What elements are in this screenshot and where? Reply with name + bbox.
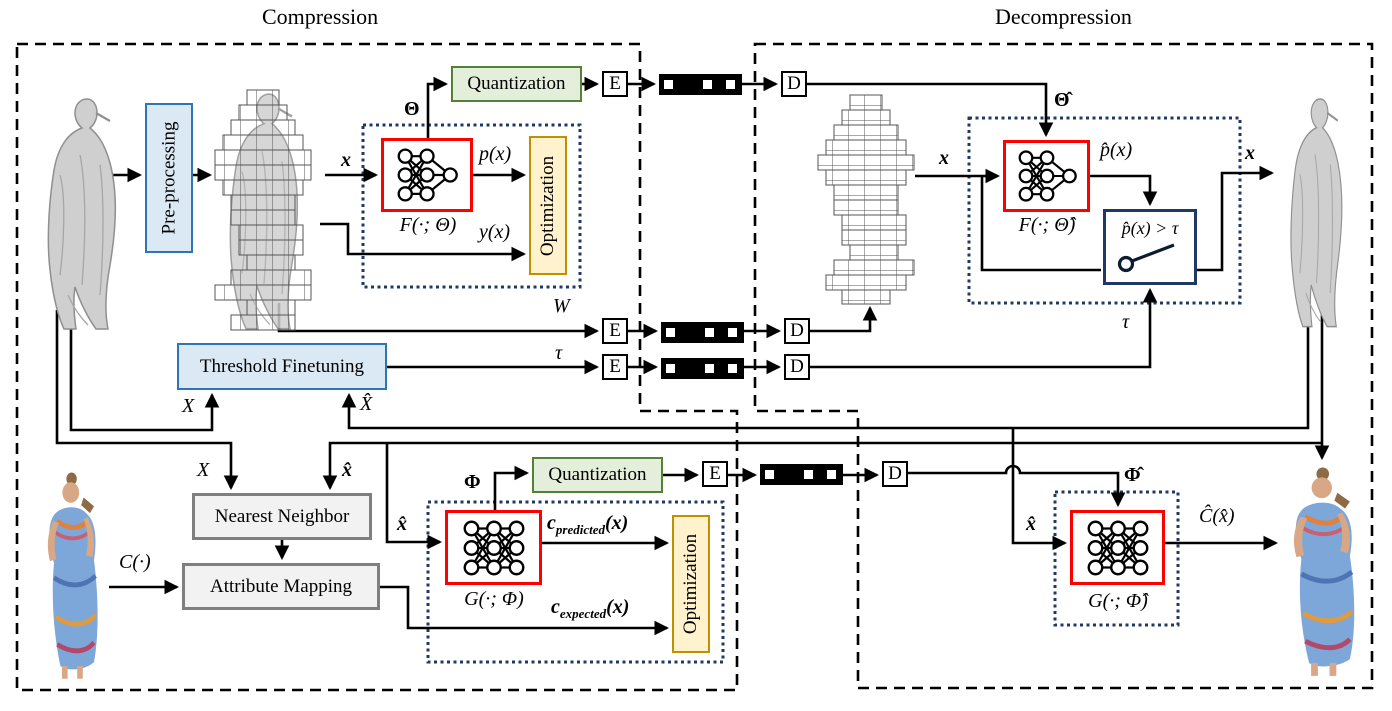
x-hat-script-threshold-label: X̂ xyxy=(360,393,373,415)
optimization-geometry-box: Optimization xyxy=(529,136,567,275)
geometry-decoder-container xyxy=(967,116,1242,305)
decoder-letter: D xyxy=(790,320,804,341)
preprocessing-label: Pre-processing xyxy=(158,121,180,235)
decoder-threshold-box: D xyxy=(784,354,810,380)
c-predicted-base: c xyxy=(547,512,556,534)
p-hat-x-label: p̂(x) xyxy=(1100,139,1133,161)
attribute-mapping-box: Attribute Mapping xyxy=(182,563,380,610)
bitstream-icon xyxy=(661,358,744,379)
optimization-geometry-label: Optimization xyxy=(537,155,559,256)
c-predicted-sub: predicted xyxy=(555,522,605,537)
compression-region-outline xyxy=(15,42,739,692)
decompression-title: Decompression xyxy=(995,4,1132,29)
encoder-octree-box: E xyxy=(602,318,628,344)
reconstructed-colored-woman-image xyxy=(1294,467,1354,675)
c-predicted-label: cpredicted(x) xyxy=(547,512,628,538)
decoder-geometry-box: D xyxy=(781,71,807,97)
quantization-geometry-label: Quantization xyxy=(467,73,566,94)
f-theta-hat-label: F(·; Θ̂) xyxy=(1018,214,1076,236)
neural-network-icon xyxy=(397,148,458,202)
bitstream-icon xyxy=(760,464,843,485)
x-hat-nn-label: x̂ xyxy=(342,459,352,481)
quantization-geometry-box: Quantization xyxy=(451,66,582,102)
c-expected-label: cexpected(x) xyxy=(551,596,629,622)
reconstructed-statue-image xyxy=(1289,97,1343,328)
g-phi-hat-label: G(·; Φ̂) xyxy=(1088,590,1148,612)
threshold-switch-box: p̂(x) > τ xyxy=(1103,209,1197,285)
bitstream-icon xyxy=(659,74,742,95)
neural-network-icon xyxy=(1087,520,1148,575)
x-input-encoder-label: x xyxy=(341,149,351,171)
preprocessing-box: Pre-processing xyxy=(145,103,193,253)
c-predicted-arg: (x) xyxy=(604,512,629,534)
threshold-finetuning-label: Threshold Finetuning xyxy=(199,355,365,377)
decoder-letter: D xyxy=(888,463,902,484)
encoder-geometry-box: E xyxy=(602,71,628,97)
threshold-finetuning-box: Threshold Finetuning xyxy=(177,343,387,390)
x-hat-g-hat-input-label: x̂ xyxy=(1026,513,1036,535)
x-input-decoder-label: x xyxy=(939,147,949,169)
attribute-decoder-network-box xyxy=(1070,510,1165,585)
neural-network-icon xyxy=(463,520,524,575)
geometry-decoder-network-box xyxy=(1003,140,1090,212)
switch-condition-label: p̂(x) > τ xyxy=(1121,218,1179,238)
encoder-letter: E xyxy=(609,73,621,94)
encoder-threshold-box: E xyxy=(602,354,628,380)
y-x-label: y(x) xyxy=(479,221,511,243)
x-hat-g-input-label: x̂ xyxy=(397,513,407,535)
x-script-nn-label: X xyxy=(197,459,210,481)
attribute-decoder-container xyxy=(1053,490,1180,627)
c-hat-output-label: Ĉ(x̂) xyxy=(1199,505,1235,527)
encoder-letter: E xyxy=(609,356,621,377)
bitstream-icon xyxy=(661,322,744,343)
w-label: W xyxy=(553,295,570,317)
optimization-attribute-label: Optimization xyxy=(680,533,702,635)
quantization-attribute-box: Quantization xyxy=(532,457,663,493)
nearest-neighbor-box: Nearest Neighbor xyxy=(192,493,372,540)
theta-label: Θ xyxy=(404,98,420,120)
encoder-letter: E xyxy=(609,320,621,341)
encoder-letter: E xyxy=(709,463,721,484)
phi-hat-label: Φ̂ xyxy=(1124,464,1141,486)
tau-encoder-label: τ xyxy=(555,342,563,364)
c-expected-base: c xyxy=(551,596,560,618)
f-theta-label: F(·; Θ) xyxy=(399,214,457,236)
quantization-attribute-label: Quantization xyxy=(548,464,647,485)
decoder-attribute-box: D xyxy=(882,461,908,487)
decoded-voxel-grid-image xyxy=(817,94,915,305)
original-statue-image xyxy=(47,97,117,331)
encoder-attribute-box: E xyxy=(702,461,728,487)
c-expected-sub: expected xyxy=(559,606,607,621)
decoder-octree-box: D xyxy=(784,318,810,344)
theta-hat-label: Θ̂ xyxy=(1054,89,1070,111)
switch-icon xyxy=(1117,243,1175,273)
p-x-label: p(x) xyxy=(479,143,512,165)
geometry-encoder-container xyxy=(361,123,582,289)
attribute-mapping-label: Attribute Mapping xyxy=(210,575,352,597)
nearest-neighbor-label: Nearest Neighbor xyxy=(214,505,350,527)
geometry-network-box xyxy=(381,138,473,212)
c-input-label: C(·) xyxy=(119,551,151,573)
optimization-attribute-box: Optimization xyxy=(672,515,710,653)
voxelized-statue-image xyxy=(214,89,312,331)
neural-network-icon xyxy=(1018,150,1077,202)
original-colored-woman-image xyxy=(48,472,98,678)
phi-label: Φ xyxy=(464,471,481,493)
attribute-network-box xyxy=(445,510,542,585)
decoder-letter: D xyxy=(787,73,801,94)
tau-decoder-label: τ xyxy=(1122,311,1130,333)
x-script-threshold-label: X xyxy=(182,395,195,417)
compression-title: Compression xyxy=(262,4,379,29)
decoder-letter: D xyxy=(790,356,804,377)
decompression-region-outline xyxy=(753,42,1374,690)
c-expected-arg: (x) xyxy=(606,596,630,618)
g-phi-label: G(·; Φ) xyxy=(464,588,524,610)
x-output-label: x xyxy=(1245,142,1255,164)
